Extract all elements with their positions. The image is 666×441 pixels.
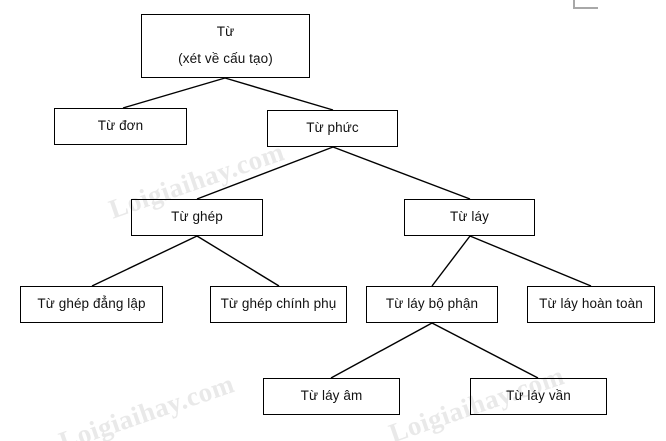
node-tu-ghep-dang-lap[interactable]: Từ ghép đẳng lập	[20, 286, 163, 323]
node-tu-don[interactable]: Từ đơn	[54, 108, 187, 145]
node-tu-lay-bo-phan-label: Từ láy bộ phận	[385, 296, 479, 312]
node-tu[interactable]: Từ (xét về cấu tạo)	[141, 14, 310, 78]
node-tu-ghep-chinh-phu[interactable]: Từ ghép chính phụ	[210, 286, 347, 323]
edge-tu-to-tu-phuc	[224, 77, 334, 111]
node-tu-label-secondary: (xét về cấu tạo)	[178, 51, 273, 66]
node-tu-lay-bo-phan[interactable]: Từ láy bộ phận	[366, 286, 498, 323]
node-tu-phuc[interactable]: Từ phức	[267, 110, 398, 147]
node-tu-lay-hoan-toan[interactable]: Từ láy hoàn toàn	[527, 286, 655, 323]
node-tu-ghep-dang-lap-label: Từ ghép đẳng lập	[37, 296, 146, 312]
edge-tu-to-tu-don	[122, 77, 226, 109]
node-tu-ghep[interactable]: Từ ghép	[131, 199, 263, 236]
node-tu-label-primary: Từ	[216, 24, 235, 40]
node-tu-lay-hoan-toan-label: Từ láy hoàn toàn	[539, 296, 643, 312]
watermark: Loigiaihay.com	[55, 368, 239, 441]
node-tu-lay[interactable]: Từ láy	[404, 199, 535, 236]
node-tu-don-label: Từ đơn	[97, 118, 144, 134]
node-tu-lay-label: Từ láy	[450, 209, 489, 225]
edge-tu-ghep-to-dang-lap	[91, 235, 198, 287]
node-tu-lay-am[interactable]: Từ láy âm	[263, 378, 400, 415]
edge-bo-phan-to-lay-am	[330, 322, 433, 379]
edge-tu-lay-to-bo-phan	[431, 235, 471, 287]
node-tu-lay-van-label: Từ láy vần	[506, 388, 571, 404]
corner-crop-artifact	[573, 0, 598, 9]
edge-tu-phuc-to-tu-lay	[332, 146, 471, 200]
node-tu-ghep-chinh-phu-label: Từ ghép chính phụ	[220, 296, 337, 312]
node-tu-lay-van[interactable]: Từ láy vần	[470, 378, 607, 415]
node-tu-lay-am-label: Từ láy âm	[300, 388, 363, 404]
edge-tu-ghep-to-chinh-phu	[196, 235, 280, 287]
edge-bo-phan-to-lay-van	[431, 322, 539, 379]
node-tu-ghep-label: Từ ghép	[171, 209, 223, 225]
edge-tu-lay-to-hoan-toan	[469, 235, 592, 287]
node-tu-phuc-label: Từ phức	[306, 120, 359, 136]
